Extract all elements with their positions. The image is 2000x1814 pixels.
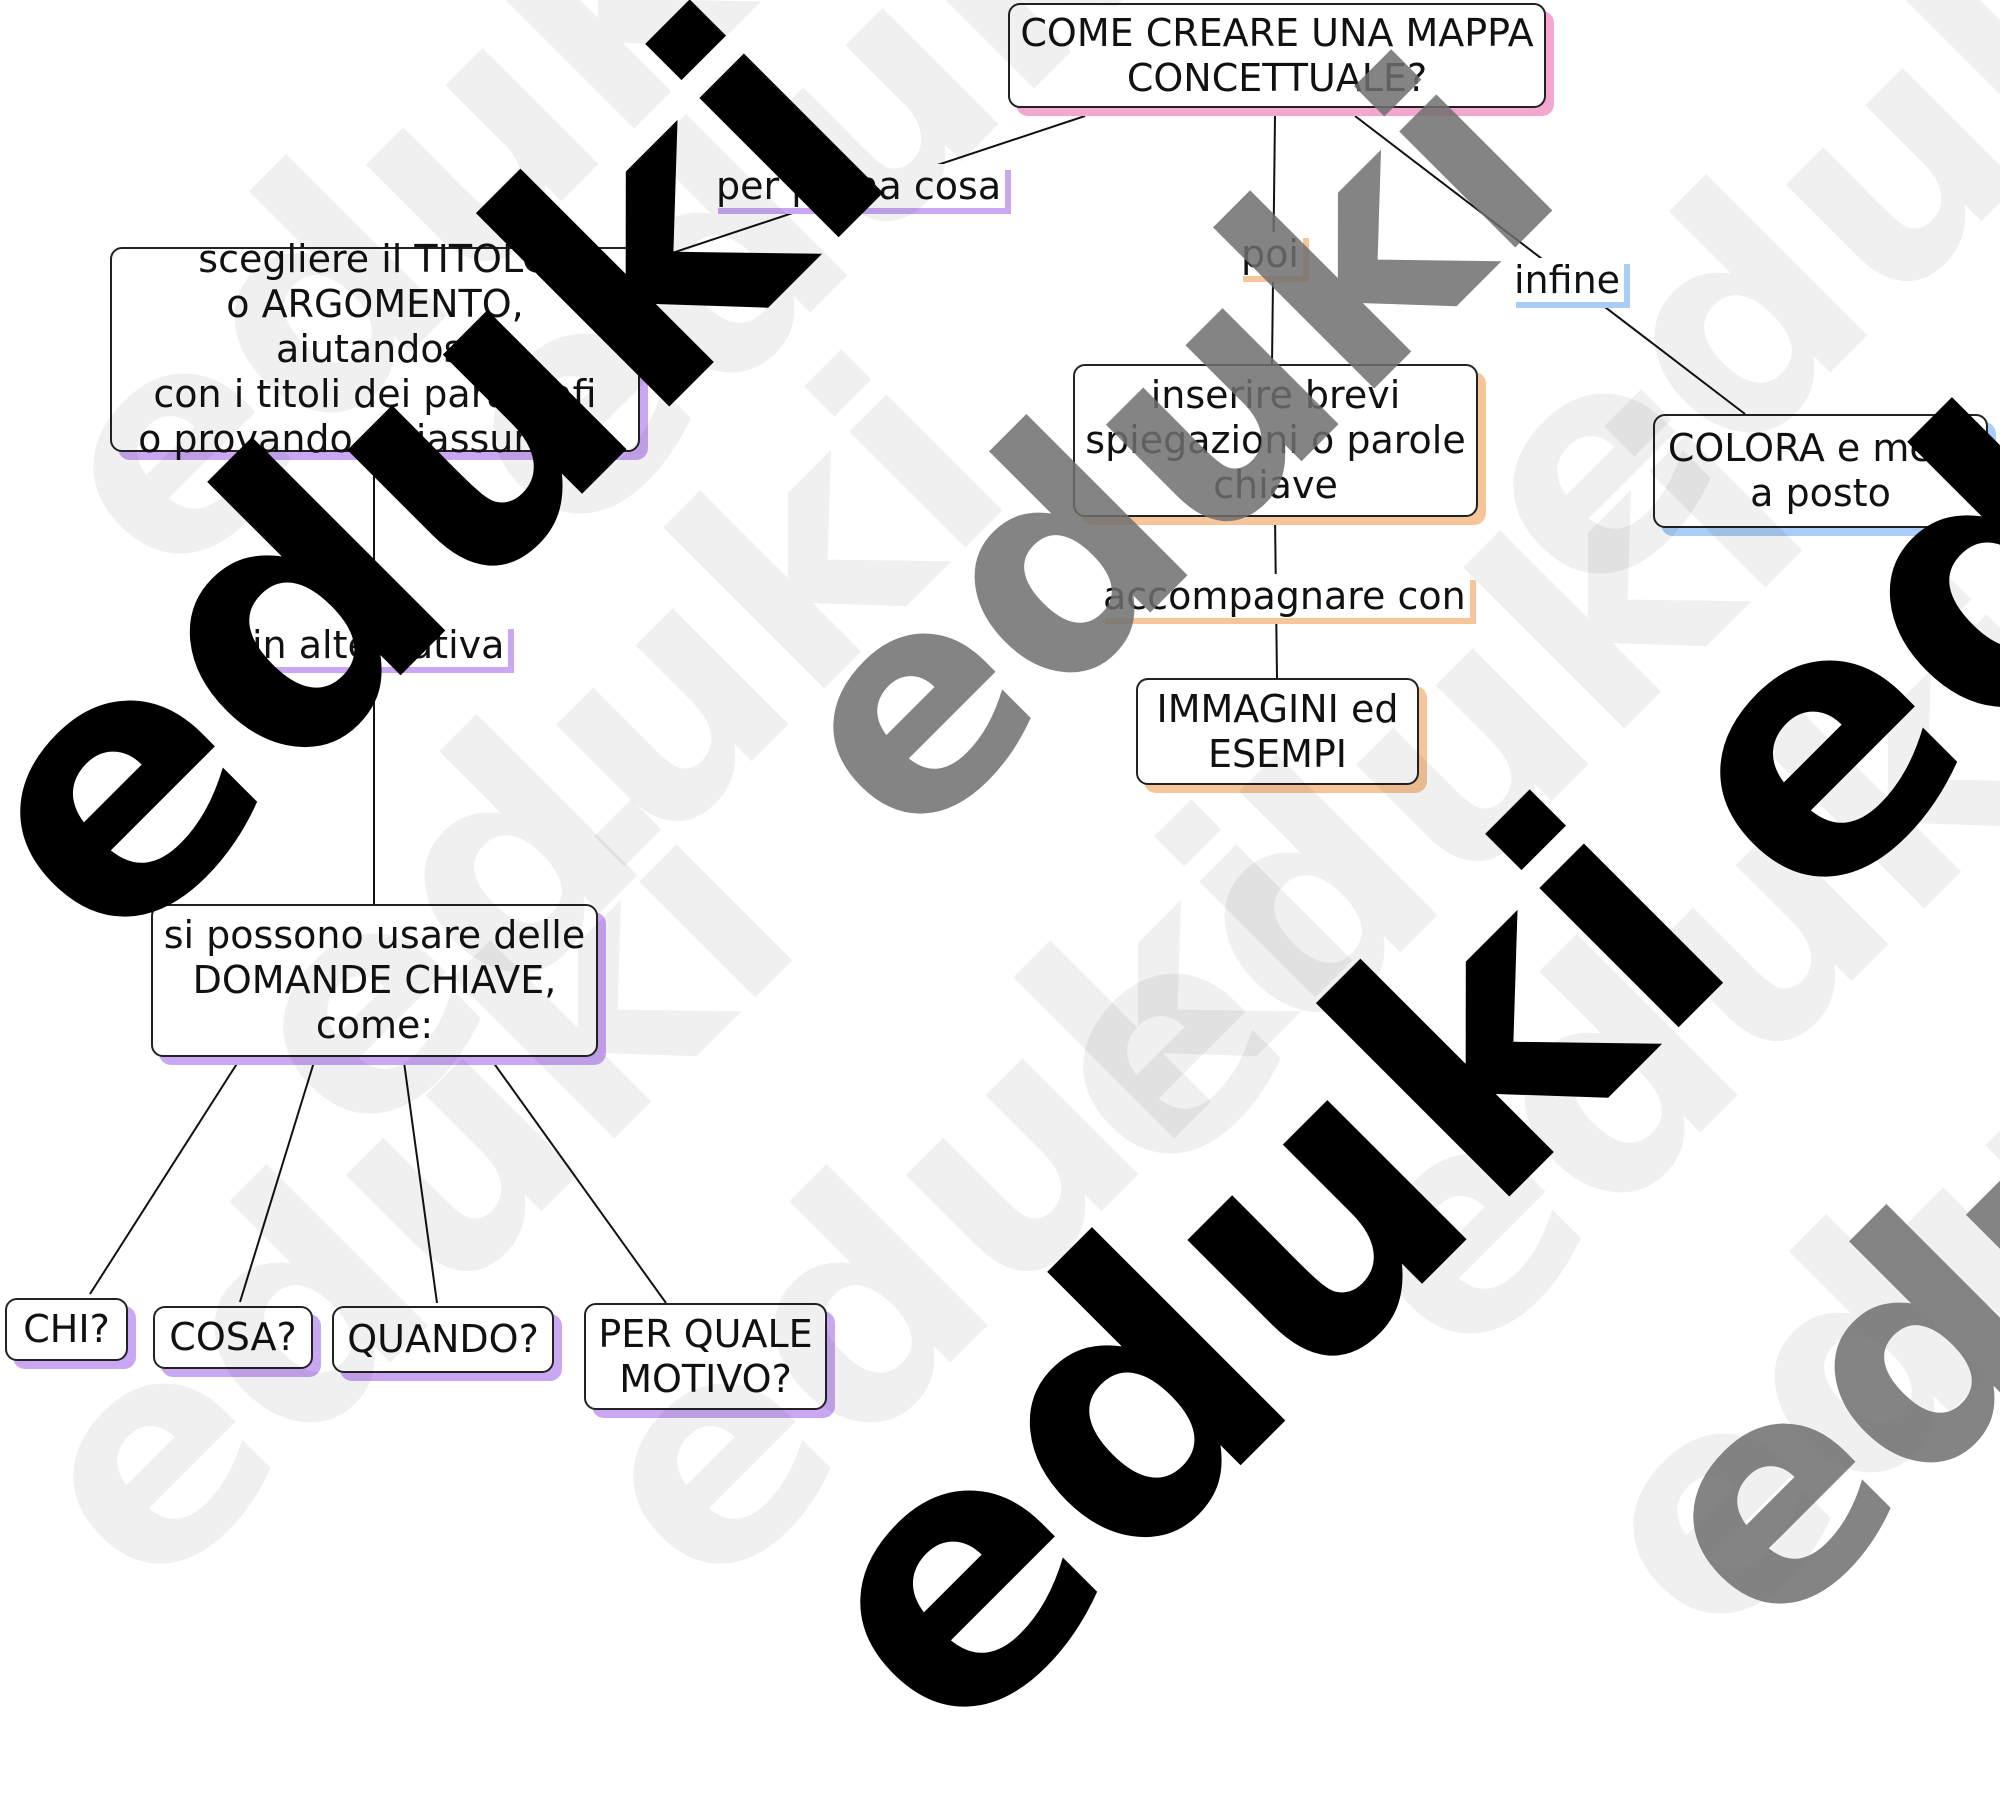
node-scegliere-titolo: scegliere il TITOLO o ARGOMENTO, aiutand… <box>110 237 640 461</box>
edge-domande-to-cosa <box>239 1061 315 1303</box>
node-cosa: COSA? <box>153 1306 313 1369</box>
node-domande-chiave: si possono usare delle DOMANDE CHIAVE, c… <box>151 904 598 1057</box>
node-per-quale-motivo: PER QUALE MOTIVO? <box>584 1303 827 1410</box>
node-root-text: COME CREARE UNA MAPPA CONCETTUALE? <box>1020 10 1534 100</box>
node-colora: COLORA e metti a posto <box>1653 414 1988 528</box>
node-colora-text: COLORA e metti a posto <box>1667 426 1974 515</box>
node-root-question: COME CREARE UNA MAPPA CONCETTUALE? <box>1008 3 1546 108</box>
node-cosa-text: COSA? <box>169 1315 297 1359</box>
node-chi-text: CHI? <box>23 1307 110 1351</box>
node-quando-text: QUANDO? <box>347 1317 539 1361</box>
edge-label-accompagnare-con: accompagnare con <box>1099 574 1470 618</box>
edge-label-per-prima-cosa: per prima cosa <box>712 164 1006 208</box>
node-inserire-text: inserire brevi spiegazioni o parole chia… <box>1085 373 1466 507</box>
node-inserire-spiegazioni: inserire brevi spiegazioni o parole chia… <box>1073 364 1478 517</box>
node-quando: QUANDO? <box>332 1306 554 1373</box>
node-scegliere-text: scegliere il TITOLO o ARGOMENTO, aiutand… <box>138 237 612 461</box>
edge-label-infine: infine <box>1510 258 1625 302</box>
edge-domande-to-perquale <box>492 1061 667 1304</box>
node-domande-text: si possono usare delle DOMANDE CHIAVE, c… <box>163 913 586 1047</box>
edge-label-in-alternativa: in alternativa <box>248 623 509 667</box>
node-perquale-text: PER QUALE MOTIVO? <box>598 1311 813 1401</box>
edge-domande-to-chi <box>89 1061 239 1295</box>
node-immagini-text: IMMAGINI ed ESEMPI <box>1156 686 1399 776</box>
edge-label-poi: poi <box>1237 232 1303 276</box>
connector-lines <box>89 115 1746 1304</box>
node-immagini-esempi: IMMAGINI ed ESEMPI <box>1136 678 1419 785</box>
node-chi: CHI? <box>5 1298 128 1361</box>
edge-domande-to-quando <box>403 1061 438 1304</box>
